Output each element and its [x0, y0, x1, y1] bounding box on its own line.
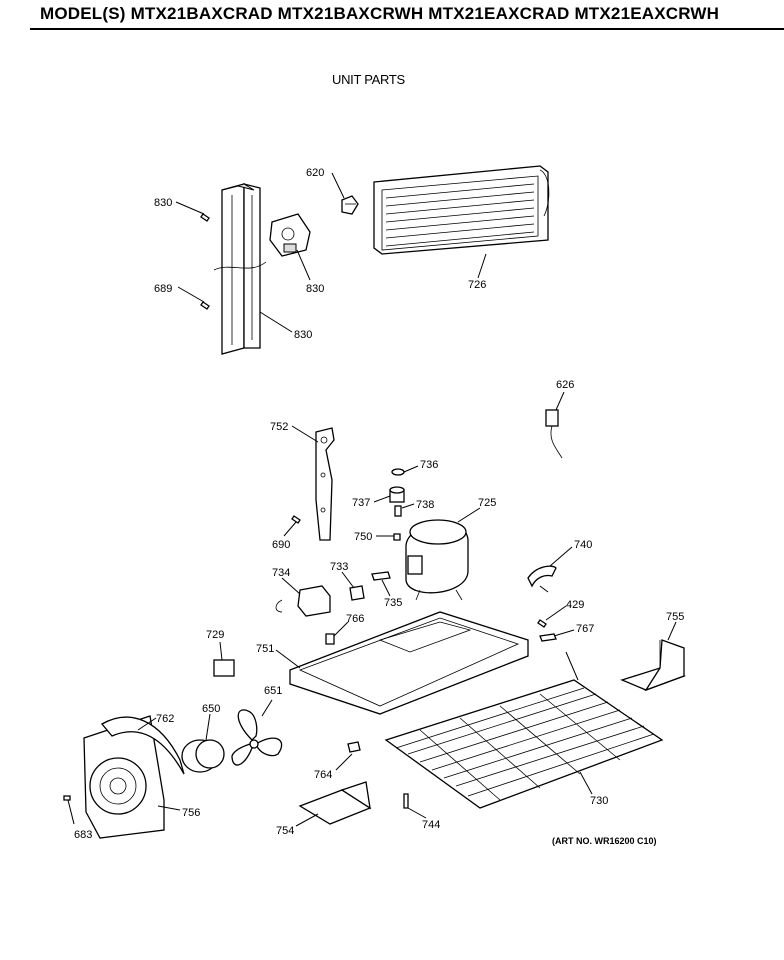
- grommet-736: [391, 468, 405, 476]
- coil-730: [384, 679, 664, 809]
- label-830-bracket: 830: [306, 283, 324, 295]
- label-764: 764: [314, 769, 332, 781]
- screw-830: [200, 213, 210, 222]
- relay-734: [275, 585, 331, 617]
- label-725: 725: [478, 497, 496, 509]
- duct-762: [101, 716, 185, 775]
- bracket-752: [315, 427, 335, 541]
- sleeve-738: [394, 505, 402, 517]
- label-734: 734: [272, 567, 290, 579]
- fan-shroud-756: [83, 715, 165, 839]
- label-651: 651: [264, 685, 282, 697]
- model-list-header: MODEL(S) MTX21BAXCRAD MTX21BAXCRWH MTX21…: [40, 4, 720, 23]
- fan-blade-651: [231, 709, 283, 766]
- label-735: 735: [384, 597, 402, 609]
- label-756: 756: [182, 807, 200, 819]
- tube-744: [403, 793, 409, 809]
- label-752: 752: [270, 421, 288, 433]
- label-733: 733: [330, 561, 348, 573]
- label-650: 650: [202, 703, 220, 715]
- bracket-755: [620, 639, 686, 692]
- label-429: 429: [566, 599, 584, 611]
- screw-683: [63, 795, 71, 801]
- screw-690: [291, 515, 301, 524]
- grommet-737: [389, 486, 405, 503]
- bracket-830: [269, 213, 311, 257]
- base-plate-751: [289, 611, 529, 715]
- header-rule: [30, 28, 784, 30]
- label-744: 744: [422, 819, 440, 831]
- label-689: 689: [154, 283, 172, 295]
- leader-lines: [67, 172, 677, 827]
- screw-429: [537, 619, 547, 628]
- clip-764: [347, 741, 361, 753]
- diagram-title: UNIT PARTS: [332, 72, 405, 87]
- screw-750: [393, 533, 401, 541]
- label-767: 767: [576, 623, 594, 635]
- label-729: 729: [206, 629, 224, 641]
- clip-766: [325, 633, 335, 645]
- label-736: 736: [420, 459, 438, 471]
- fan-motor-650: [181, 739, 225, 773]
- label-690: 690: [272, 539, 290, 551]
- label-620: 620: [306, 167, 324, 179]
- screw-689: [200, 301, 210, 310]
- label-830-channel: 830: [294, 329, 312, 341]
- label-683: 683: [74, 829, 92, 841]
- label-626: 626: [556, 379, 574, 391]
- label-726: 726: [468, 279, 486, 291]
- label-762: 762: [156, 713, 174, 725]
- power-cord-626: [545, 409, 563, 459]
- label-750: 750: [354, 531, 372, 543]
- part-729: [213, 659, 235, 677]
- part-620: [341, 195, 359, 215]
- tray-754: [298, 781, 372, 825]
- label-738: 738: [416, 499, 434, 511]
- label-751: 751: [256, 643, 274, 655]
- label-737: 737: [352, 497, 370, 509]
- label-730: 730: [590, 795, 608, 807]
- condenser-coil-part: [373, 165, 550, 255]
- bracket-767: [539, 633, 557, 642]
- vertical-channel-part: [213, 183, 267, 355]
- label-754: 754: [276, 825, 294, 837]
- compressor-725: [405, 519, 469, 601]
- label-830-screw: 830: [154, 197, 172, 209]
- art-number: (ART NO. WR16200 C10): [552, 836, 657, 846]
- clip-735: [371, 571, 391, 581]
- overload-733: [349, 585, 365, 601]
- label-766: 766: [346, 613, 364, 625]
- label-755: 755: [666, 611, 684, 623]
- part-740: [527, 565, 557, 588]
- label-740: 740: [574, 539, 592, 551]
